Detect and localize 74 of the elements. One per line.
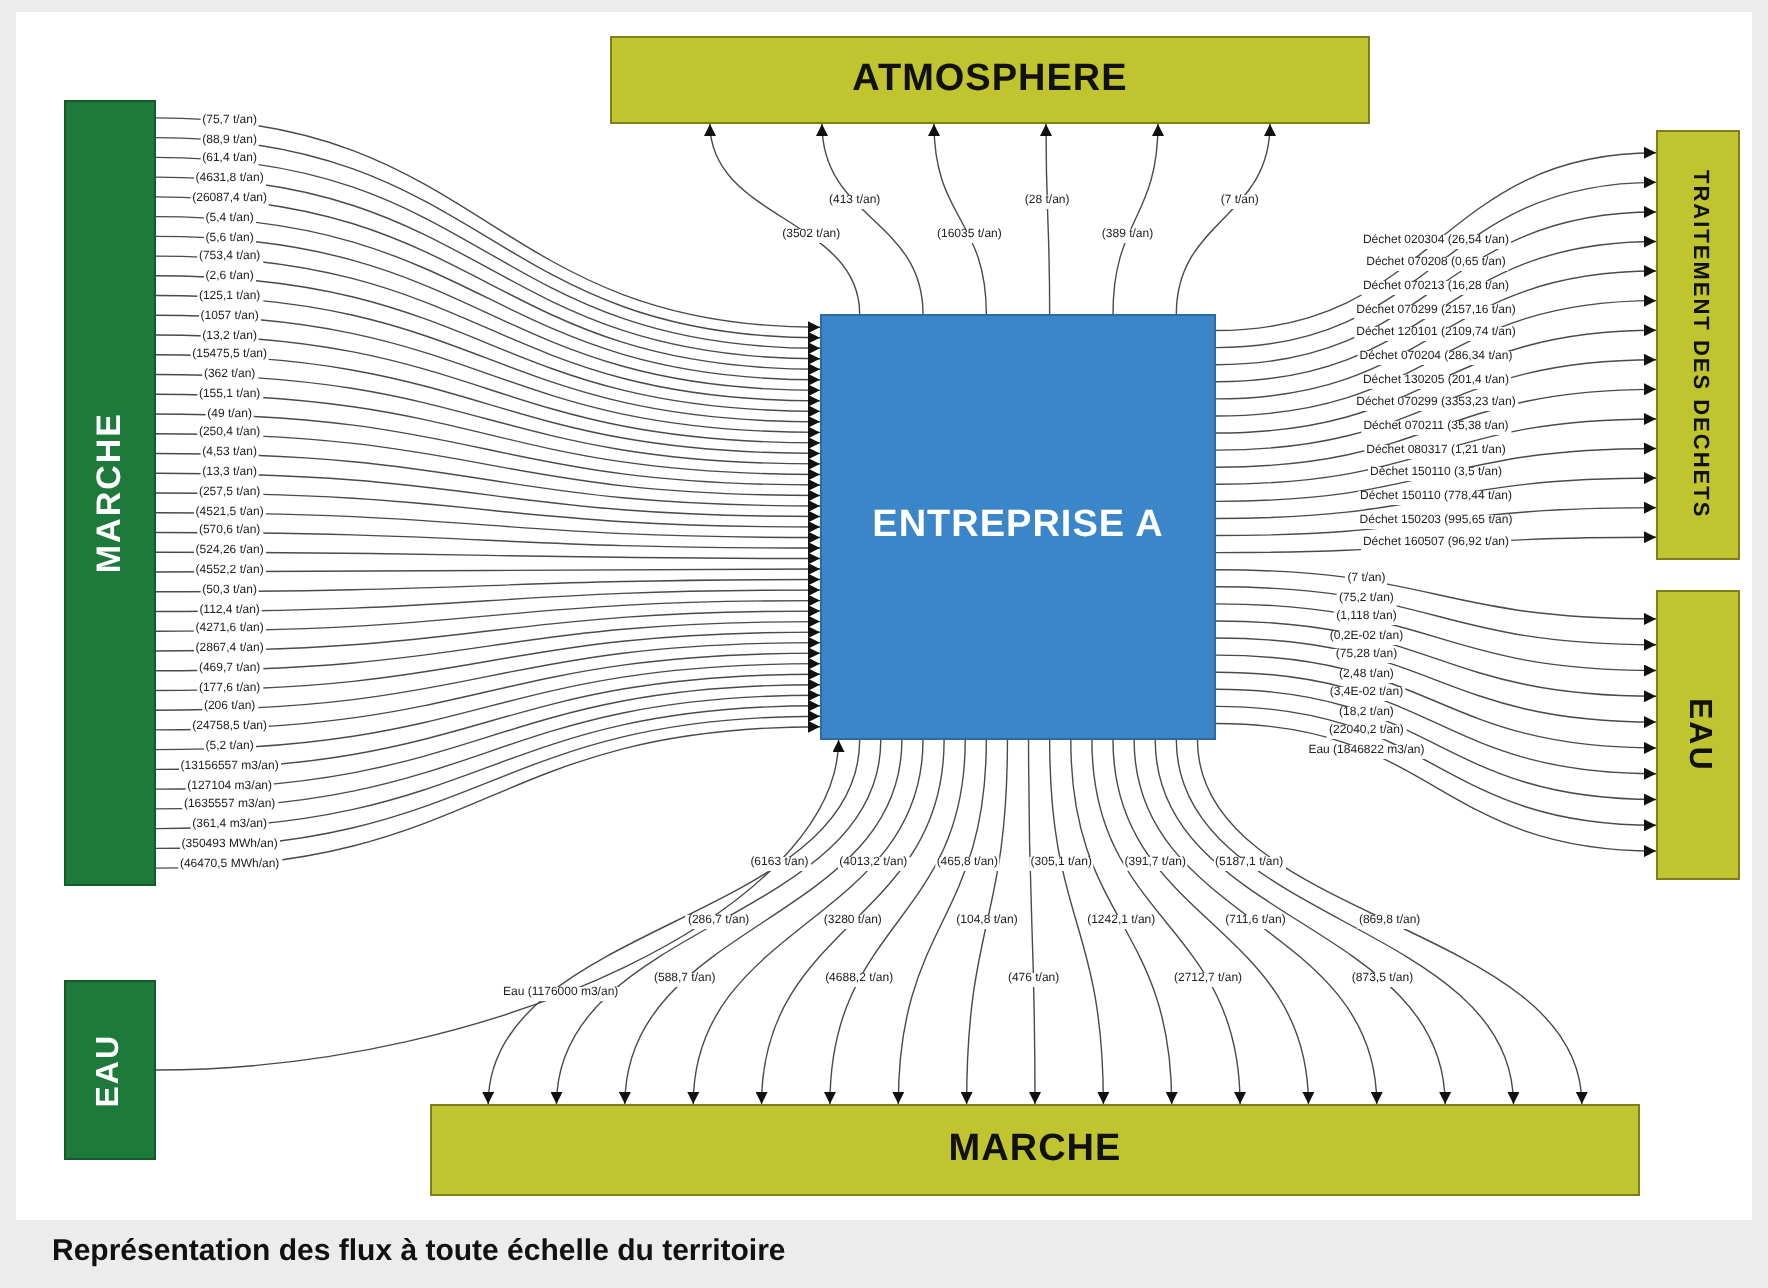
caption: Représentation des flux à toute échelle du territoire	[52, 1234, 786, 1268]
flow-arrow	[1175, 739, 1518, 1105]
flow-arrow	[155, 492, 821, 533]
flow-arrow	[824, 739, 966, 1105]
sink-bar	[1656, 130, 1740, 560]
flow-arrow	[817, 123, 924, 315]
flow-arrow	[1215, 654, 1657, 754]
flow-arrow	[1133, 739, 1382, 1105]
flow-arrow	[155, 393, 821, 481]
flow-arrow	[155, 413, 821, 491]
flow-arrow	[1154, 739, 1450, 1105]
flow-arrow	[620, 739, 903, 1105]
flow-arrow	[1196, 739, 1586, 1105]
flow-arrow	[1070, 739, 1178, 1105]
flow-arrow	[1048, 739, 1110, 1105]
flow-arrow	[155, 636, 821, 711]
flow-arrow	[1215, 569, 1657, 625]
flow-arrow	[155, 235, 821, 396]
flow-arrow	[155, 626, 821, 692]
flow-arrow	[155, 452, 821, 512]
flow-arrow	[705, 123, 861, 315]
company-box	[820, 314, 1216, 740]
flow-arrow	[155, 739, 843, 1071]
flow-arrow	[155, 584, 821, 613]
flow-arrow	[155, 551, 821, 565]
node-label: MARCHE	[88, 412, 131, 574]
sink-bar	[1656, 590, 1740, 880]
flow-arrow	[1215, 722, 1657, 857]
flow-arrow	[155, 605, 821, 652]
flow-arrow	[484, 739, 861, 1105]
node-label: ENTREPRISE A	[872, 502, 1164, 551]
flow-arrow	[155, 373, 821, 470]
source-bar	[64, 980, 156, 1160]
flow-arrow	[155, 563, 821, 576]
flow-arrow	[552, 739, 882, 1105]
flow-arrow	[155, 334, 821, 449]
flow-arrow	[155, 594, 821, 632]
flow-arrow	[155, 314, 821, 438]
flow-arrow	[1027, 739, 1041, 1105]
node-label: MARCHE	[948, 1125, 1122, 1174]
flow-arrow	[1215, 688, 1657, 805]
flow-arrow	[155, 294, 821, 428]
flow-arrow	[928, 123, 988, 315]
node-label: EAU	[90, 1033, 129, 1107]
flow-arrow	[1215, 637, 1657, 728]
flow-arrow	[155, 615, 821, 672]
sink-box	[430, 1104, 1640, 1196]
flow-arrow	[1112, 123, 1164, 315]
flow-arrow	[155, 647, 821, 731]
flow-arrow	[155, 433, 821, 502]
flow-arrow	[155, 472, 821, 523]
flow-arrow	[155, 354, 821, 460]
flow-arrow	[756, 739, 945, 1105]
flow-arrow	[155, 215, 821, 386]
flow-arrow	[155, 657, 821, 751]
flow-arrow	[155, 531, 821, 554]
flow-arrow	[155, 700, 821, 830]
flow-arrow	[1091, 739, 1246, 1105]
flow-arrow	[155, 255, 821, 407]
flow-arrow	[155, 275, 821, 417]
flow-arrow	[1040, 123, 1053, 315]
flow-arrow	[1215, 671, 1657, 780]
node-label: EAU	[1679, 698, 1718, 772]
flow-arrow	[688, 739, 924, 1105]
node-label: TRAITEMENT DES DECHETS	[1685, 170, 1714, 520]
flow-arrow	[155, 512, 821, 544]
node-label: ATMOSPHERE	[852, 55, 1128, 104]
sink-box	[610, 36, 1370, 124]
source-bar	[64, 100, 156, 886]
flow-arrow	[960, 739, 1009, 1105]
flow-arrow	[1112, 739, 1314, 1105]
flow-arrow	[892, 739, 988, 1105]
flow-arrow	[1175, 123, 1275, 315]
flow-arrow	[155, 573, 821, 593]
